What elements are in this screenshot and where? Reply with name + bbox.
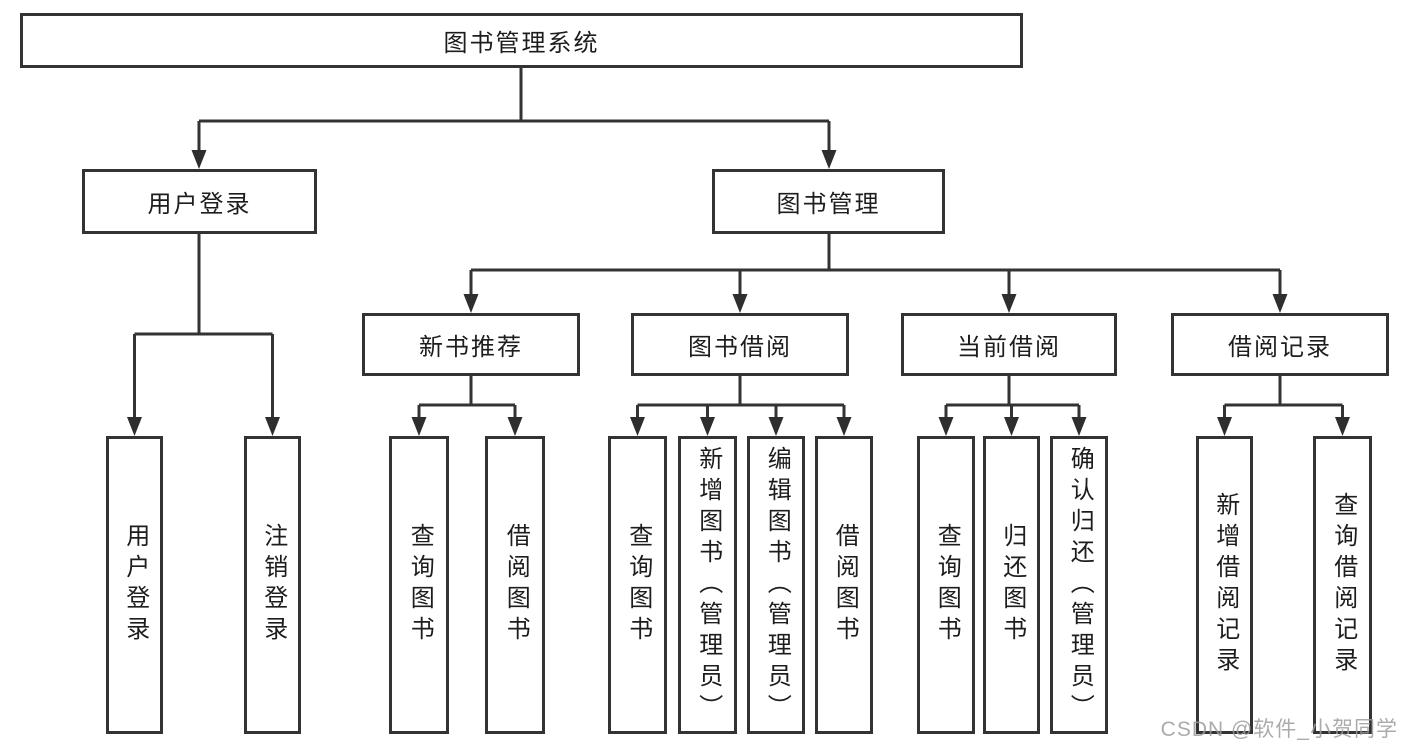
leaf-borrow-books: 借阅图书	[815, 436, 873, 734]
node-book-mgmt: 图书管理	[712, 169, 945, 234]
node-root: 图书管理系统	[20, 13, 1023, 68]
leaf-user-login: 用户登录	[106, 436, 163, 734]
leaf-add-books-admin: 新增图书（管理员）	[678, 436, 737, 734]
leaf-logout: 注销登录	[244, 436, 301, 734]
watermark: CSDN @软件_小贺同学	[1160, 718, 1398, 741]
connector-new-book-to-leaves	[411, 376, 523, 436]
node-book-mgmt-label: 图书管理	[776, 191, 881, 218]
leaf-borrow-query-books-label: 查询图书	[624, 523, 652, 647]
leaf-confirm-return-admin: 确认归还（管理员）	[1050, 436, 1108, 734]
node-current-borrow: 当前借阅	[901, 313, 1117, 376]
leaf-query-borrow-record-label: 查询借阅记录	[1329, 492, 1357, 678]
node-new-book-recommend-label: 新书推荐	[419, 334, 523, 361]
leaf-edit-books-admin: 编辑图书（管理员）	[747, 436, 805, 734]
leaf-return-books-label: 归还图书	[998, 523, 1026, 647]
leaf-current-query-books: 查询图书	[917, 436, 975, 734]
leaf-add-books-admin-label: 新增图书（管理员）	[694, 445, 722, 725]
node-user-login-label: 用户登录	[147, 191, 252, 218]
leaf-newbook-borrow-books-label: 借阅图书	[502, 523, 530, 647]
connector-current-borrow-to-leaves	[938, 376, 1087, 436]
node-book-borrow: 图书借阅	[631, 313, 849, 376]
node-borrow-records: 借阅记录	[1171, 313, 1389, 376]
node-new-book-recommend: 新书推荐	[362, 313, 580, 376]
leaf-newbook-query-books: 查询图书	[389, 436, 449, 734]
connector-borrow-records-to-leaves	[1217, 376, 1350, 436]
leaf-newbook-borrow-books: 借阅图书	[485, 436, 545, 734]
node-user-login: 用户登录	[82, 169, 317, 234]
leaf-edit-books-admin-label: 编辑图书（管理员）	[763, 445, 791, 725]
leaf-newbook-query-books-label: 查询图书	[406, 523, 434, 647]
node-root-label: 图书管理系统	[443, 30, 600, 57]
connector-root-to-level2	[191, 68, 837, 169]
node-borrow-records-label: 借阅记录	[1228, 334, 1332, 361]
leaf-current-query-books-label: 查询图书	[933, 523, 961, 647]
leaf-return-books: 归还图书	[983, 436, 1040, 734]
leaf-add-borrow-record: 新增借阅记录	[1196, 436, 1253, 734]
leaf-borrow-query-books: 查询图书	[608, 436, 667, 734]
leaf-borrow-books-label: 借阅图书	[831, 523, 859, 647]
connector-book-borrow-to-leaves	[630, 376, 852, 436]
node-book-borrow-label: 图书借阅	[688, 334, 792, 361]
leaf-confirm-return-admin-label: 确认归还（管理员）	[1066, 445, 1094, 725]
connector-user-login-to-leaves	[127, 234, 280, 436]
node-current-borrow-label: 当前借阅	[957, 334, 1061, 361]
leaf-add-borrow-record-label: 新增借阅记录	[1211, 492, 1239, 678]
leaf-query-borrow-record: 查询借阅记录	[1313, 436, 1372, 734]
leaf-user-login-label: 用户登录	[121, 523, 149, 647]
leaf-logout-label: 注销登录	[259, 523, 287, 647]
connector-book-mgmt-to-level3	[463, 234, 1288, 313]
